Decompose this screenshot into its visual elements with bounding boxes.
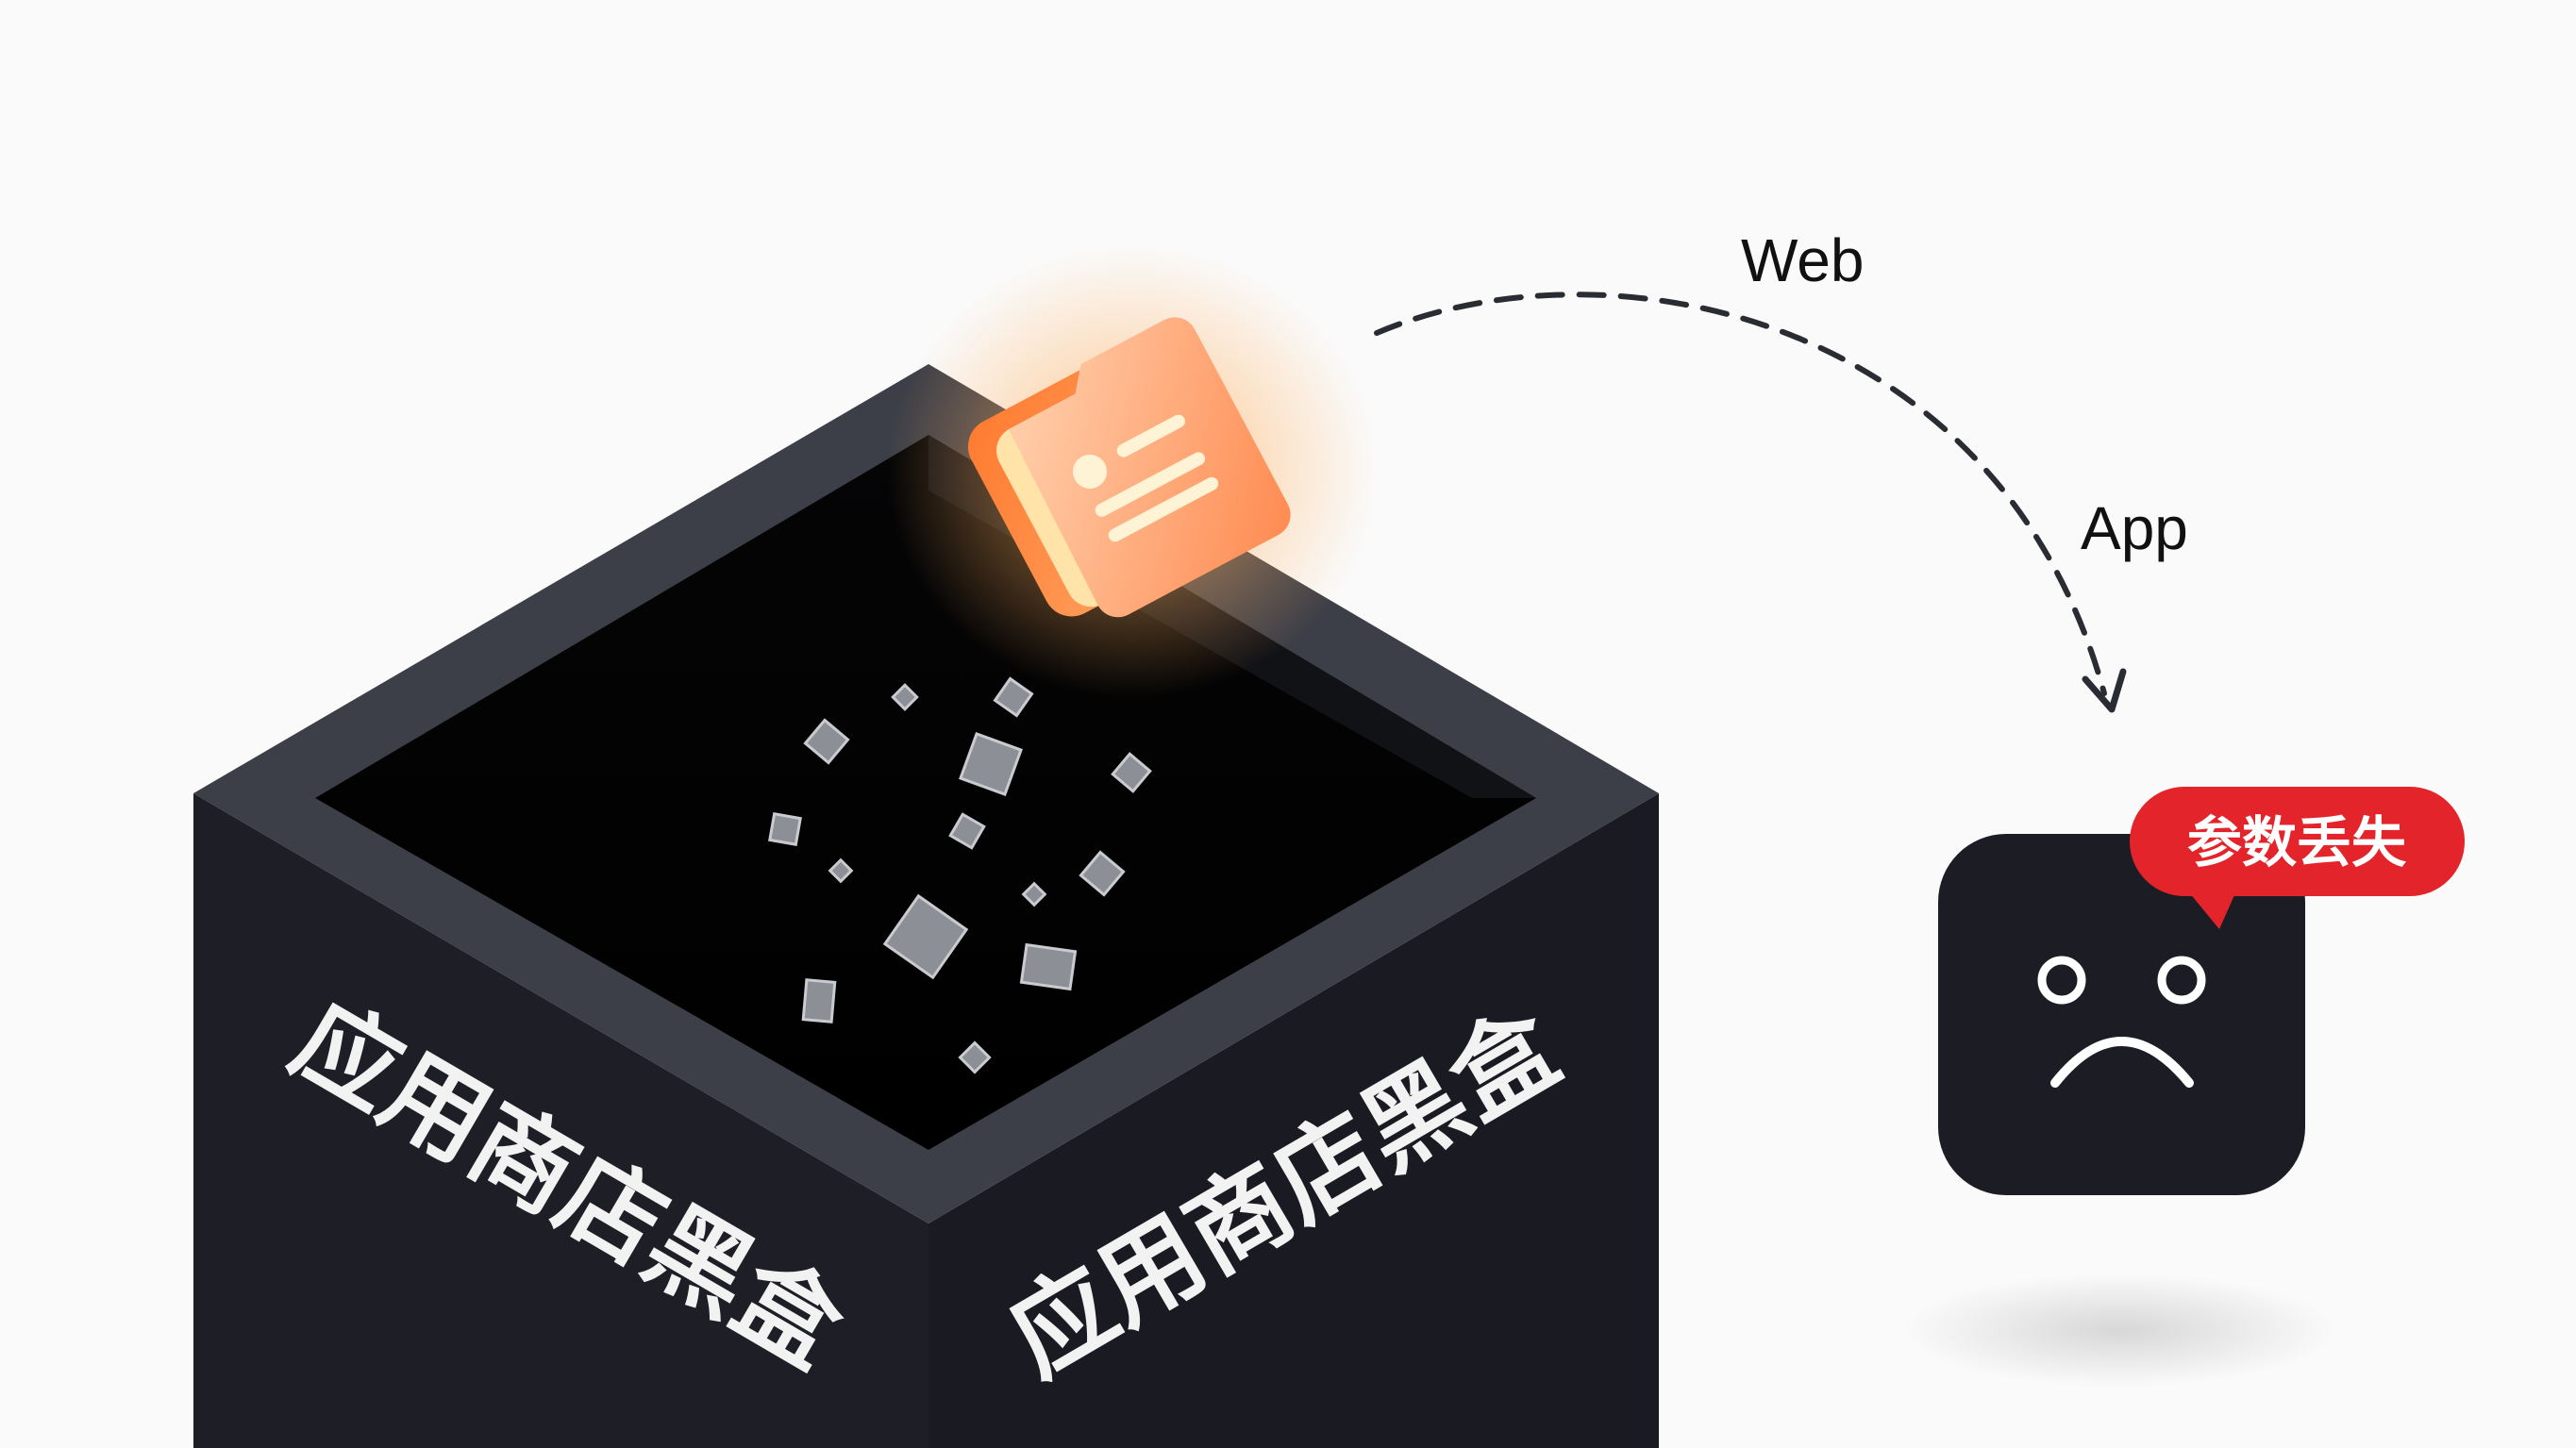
fragment <box>1079 850 1126 897</box>
error-bubble: 参数丢失 <box>2130 787 2465 929</box>
fragment <box>948 812 986 850</box>
box-opening <box>315 435 1536 1150</box>
web-label: Web <box>1741 226 1864 294</box>
eye-icon <box>2157 956 2206 1005</box>
box-right-face <box>928 793 1659 1448</box>
fragment <box>1111 752 1152 793</box>
fragment <box>768 812 802 846</box>
fragment <box>1021 881 1047 907</box>
frown-icon <box>2050 1037 2194 1088</box>
fragments <box>768 676 1152 1074</box>
fragment <box>959 732 1023 796</box>
fragment <box>958 1040 992 1074</box>
fragment <box>828 857 854 884</box>
arrowhead-icon <box>2082 668 2127 713</box>
fragment <box>891 683 919 711</box>
sad-app-icon <box>1938 834 2305 1195</box>
fragment <box>803 718 850 765</box>
fragment <box>801 978 837 1024</box>
app-shadow <box>1902 1273 2336 1387</box>
box-left-face <box>193 793 928 1448</box>
eye-icon <box>2037 956 2086 1005</box>
redirect-arrow-path <box>1374 291 2107 696</box>
app-label: App <box>2081 494 2188 562</box>
fragment <box>882 893 969 980</box>
fragment <box>993 676 1034 718</box>
error-bubble-text: 参数丢失 <box>2187 810 2407 874</box>
folder-icon <box>887 245 1378 698</box>
fragment <box>1019 942 1078 991</box>
